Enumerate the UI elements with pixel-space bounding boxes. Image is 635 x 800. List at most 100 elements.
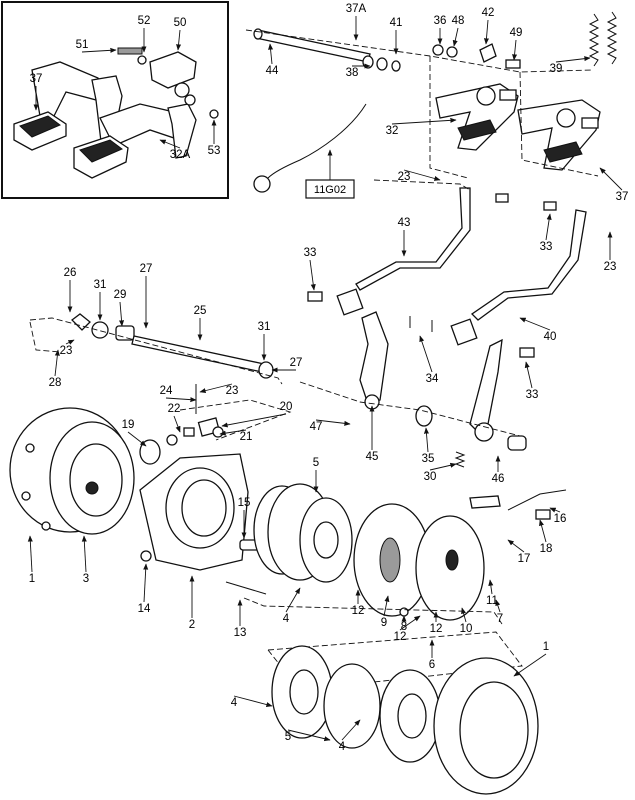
callout-4: 4 [283, 613, 290, 625]
callout-5: 5 [285, 731, 291, 743]
callout-leader-33 [545, 213, 552, 241]
callout-12: 12 [430, 623, 443, 635]
callout-leader-30 [429, 462, 457, 471]
callout-38: 38 [346, 67, 359, 79]
brake-housing [9, 407, 273, 595]
inset-pedal-assembly [1, 1, 229, 199]
callout-leader-19 [127, 431, 147, 447]
brake-discs [253, 483, 567, 621]
callout-16: 16 [554, 513, 567, 525]
callout-39: 39 [550, 63, 563, 75]
callout-leader-37 [599, 167, 623, 191]
callout-leader-32A [159, 139, 181, 149]
callout-leader-23 [199, 383, 233, 394]
callout-leader-10 [461, 607, 467, 623]
callout-leader-28 [54, 349, 60, 377]
callout-45: 45 [366, 451, 379, 463]
callout-31: 31 [258, 321, 271, 333]
callout-leader-42 [483, 19, 489, 45]
callout-34: 34 [426, 373, 439, 385]
callout-23: 23 [226, 385, 239, 397]
callout-46: 46 [492, 473, 505, 485]
callout-3: 3 [83, 573, 89, 585]
callout-32: 32 [386, 125, 399, 137]
callout-15: 15 [238, 497, 251, 509]
callout-leader-39 [555, 56, 591, 63]
callout-leader-51 [81, 47, 117, 53]
callout-6: 6 [429, 659, 435, 671]
callout-leader-16 [549, 507, 561, 513]
callout-33: 33 [540, 241, 553, 253]
callout-37: 37 [616, 191, 629, 203]
callout-20: 20 [280, 401, 293, 413]
callout-12: 12 [394, 631, 407, 643]
callout-12: 12 [352, 605, 365, 617]
callout-44: 44 [266, 65, 279, 77]
callout-31: 31 [94, 279, 107, 291]
callout-leader-20 [221, 413, 287, 428]
callout-22: 22 [168, 403, 181, 415]
lower-disc-stack [267, 631, 539, 795]
callout-33: 33 [526, 389, 539, 401]
callout-leader-12 [399, 615, 421, 631]
callout-4: 4 [339, 741, 346, 753]
callout-leader-14 [143, 563, 149, 603]
callout-53: 53 [208, 145, 221, 157]
callout-48: 48 [452, 15, 465, 27]
callout-41: 41 [390, 17, 403, 29]
callout-13: 13 [234, 627, 247, 639]
callout-leader-29 [119, 301, 125, 327]
callout-5: 5 [313, 457, 319, 469]
callout-2: 2 [189, 619, 195, 631]
callout-27: 27 [140, 263, 153, 275]
callout-50: 50 [174, 17, 187, 29]
callout-42: 42 [482, 7, 495, 19]
callout-leader-50 [176, 29, 182, 51]
callout-24: 24 [160, 385, 173, 397]
callout-37A: 37A [346, 3, 367, 15]
callout-23: 23 [398, 171, 411, 183]
guide-lines [29, 29, 599, 625]
callout-25: 25 [194, 305, 207, 317]
callout-4: 4 [231, 697, 238, 709]
callout-28: 28 [49, 377, 62, 389]
callout-27: 27 [290, 357, 303, 369]
callout-21: 21 [240, 431, 253, 443]
cross-shaft-assembly [71, 313, 274, 446]
callout-leader-40 [519, 317, 551, 331]
callout-47: 47 [310, 421, 323, 433]
callout-36: 36 [434, 15, 447, 27]
pedal-shaft-assembly [253, 11, 618, 193]
callout-leader-4 [341, 719, 361, 741]
callout-leader-11 [488, 579, 494, 595]
callout-leader-24 [165, 397, 197, 403]
callout-leader-44 [268, 43, 274, 65]
callout-30: 30 [424, 471, 437, 483]
callout-1: 1 [29, 573, 35, 585]
callout-37: 37 [30, 73, 43, 85]
callout-40: 40 [544, 331, 557, 343]
callout-14: 14 [138, 603, 151, 615]
callout-leader-18 [539, 519, 547, 543]
callout-9: 9 [381, 617, 387, 629]
callout-leader-1 [27, 535, 33, 573]
callout-leader-49 [512, 39, 518, 61]
linkage-rods [307, 187, 587, 468]
callout-7: 7 [497, 613, 503, 625]
callout-leader-4 [233, 695, 273, 707]
callout-leader-4 [285, 587, 301, 613]
reference-label: 11G02 [314, 184, 346, 196]
reference-box: 11G02 [305, 149, 355, 199]
callout-29: 29 [114, 289, 127, 301]
callout-23: 23 [60, 345, 73, 357]
callout-leader-5 [287, 729, 331, 742]
callout-leader-23 [403, 169, 441, 181]
callout-leader-34 [419, 335, 433, 373]
callout-49: 49 [510, 27, 523, 39]
callout-leader-21 [219, 429, 247, 436]
callout-17: 17 [518, 553, 531, 565]
callout-43: 43 [398, 217, 411, 229]
callout-leader-33 [309, 259, 316, 291]
